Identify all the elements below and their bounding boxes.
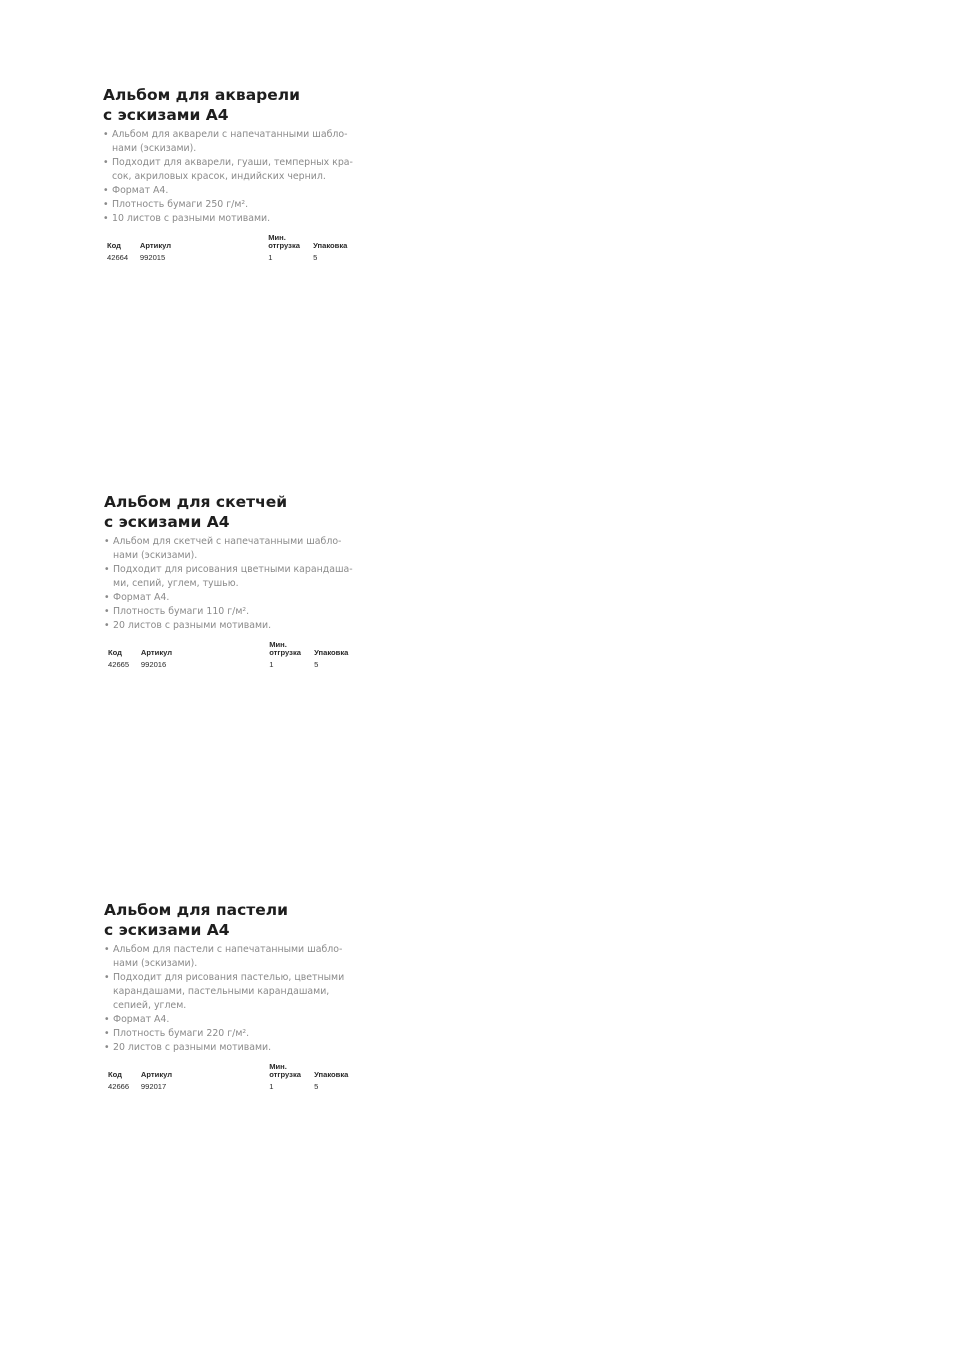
feature-item: Плотность бумаги 110 г/м².: [104, 605, 364, 619]
cell-package: 5: [314, 659, 319, 669]
col-header-article: Артикул: [140, 648, 173, 657]
col-header-code: Код: [108, 1070, 122, 1079]
col-header-min-shipment: Мин. отгрузка: [268, 233, 300, 250]
feature-item: Плотность бумаги 250 г/м².: [103, 198, 363, 212]
feature-item: Формат А4.: [103, 184, 363, 198]
table-row: 42664 992015 1 5: [107, 250, 363, 264]
col-header-package: Упаковка: [313, 241, 348, 250]
feature-item: Формат А4.: [104, 1013, 364, 1027]
product-title-line2: с эскизами А4: [104, 513, 230, 531]
product-title: Альбом для скетчей с эскизами А4: [104, 492, 364, 532]
feature-item: 20 листов с разными мотивами.: [104, 1041, 364, 1055]
cell-article: 992016: [140, 659, 167, 669]
cell-min-shipment: 1: [269, 659, 274, 669]
feature-list: Альбом для скетчей с напечатанными шабло…: [104, 535, 364, 633]
product-block-sketch: Альбом для скетчей с эскизами А4 Альбом …: [104, 492, 364, 671]
col-header-package: Упаковка: [314, 1070, 349, 1079]
product-block-pastel: Альбом для пастели с эскизами А4 Альбом …: [104, 900, 364, 1093]
feature-item: Альбом для пастели с напечатанными шабло…: [104, 943, 364, 971]
feature-item: Подходит для акварели, гуаши, темперных …: [103, 156, 363, 184]
spec-header-row: Код Артикул Мин. отгрузка Упаковка: [108, 638, 364, 657]
product-title-line2: с эскизами А4: [104, 921, 230, 939]
spec-table: Код Артикул Мин. отгрузка Упаковка 42664…: [107, 231, 363, 264]
col-header-article: Артикул: [139, 241, 172, 250]
cell-article: 992017: [140, 1081, 167, 1091]
feature-item: 10 листов с разными мотивами.: [103, 212, 363, 226]
cell-code: 42665: [108, 659, 130, 669]
feature-item: Плотность бумаги 220 г/м².: [104, 1027, 364, 1041]
product-title-line1: Альбом для акварели: [103, 86, 300, 104]
feature-item: Альбом для скетчей с напечатанными шабло…: [104, 535, 364, 563]
col-header-code: Код: [108, 648, 122, 657]
cell-package: 5: [313, 252, 318, 262]
feature-item: Формат А4.: [104, 591, 364, 605]
col-header-min-shipment: Мин. отгрузка: [269, 1062, 301, 1079]
feature-item: Альбом для акварели с напечатанными шабл…: [103, 128, 363, 156]
cell-article: 992015: [139, 252, 166, 262]
feature-list: Альбом для пастели с напечатанными шабло…: [104, 943, 364, 1055]
col-header-min-shipment: Мин. отгрузка: [269, 640, 301, 657]
product-block-watercolor: Альбом для акварели с эскизами А4 Альбом…: [103, 85, 363, 264]
spec-table: Код Артикул Мин. отгрузка Упаковка 42665…: [108, 638, 364, 671]
spec-header-row: Код Артикул Мин. отгрузка Упаковка: [107, 231, 363, 250]
col-header-code: Код: [107, 241, 121, 250]
table-row: 42665 992016 1 5: [108, 657, 364, 671]
spec-table: Код Артикул Мин. отгрузка Упаковка 42666…: [108, 1060, 364, 1093]
feature-list: Альбом для акварели с напечатанными шабл…: [103, 128, 363, 226]
product-title-line1: Альбом для пастели: [104, 901, 288, 919]
cell-package: 5: [314, 1081, 319, 1091]
cell-code: 42666: [108, 1081, 130, 1091]
product-title-line2: с эскизами А4: [103, 106, 229, 124]
cell-code: 42664: [107, 252, 129, 262]
feature-item: Подходит для рисования пастелью, цветным…: [104, 971, 364, 1013]
table-row: 42666 992017 1 5: [108, 1079, 364, 1093]
cell-min-shipment: 1: [268, 252, 273, 262]
feature-item: Подходит для рисования цветными карандаш…: [104, 563, 364, 591]
product-title-line1: Альбом для скетчей: [104, 493, 288, 511]
spec-header-row: Код Артикул Мин. отгрузка Упаковка: [108, 1060, 364, 1079]
product-title: Альбом для пастели с эскизами А4: [104, 900, 364, 940]
product-title: Альбом для акварели с эскизами А4: [103, 85, 363, 125]
col-header-article: Артикул: [140, 1070, 173, 1079]
feature-item: 20 листов с разными мотивами.: [104, 619, 364, 633]
cell-min-shipment: 1: [269, 1081, 274, 1091]
col-header-package: Упаковка: [314, 648, 349, 657]
